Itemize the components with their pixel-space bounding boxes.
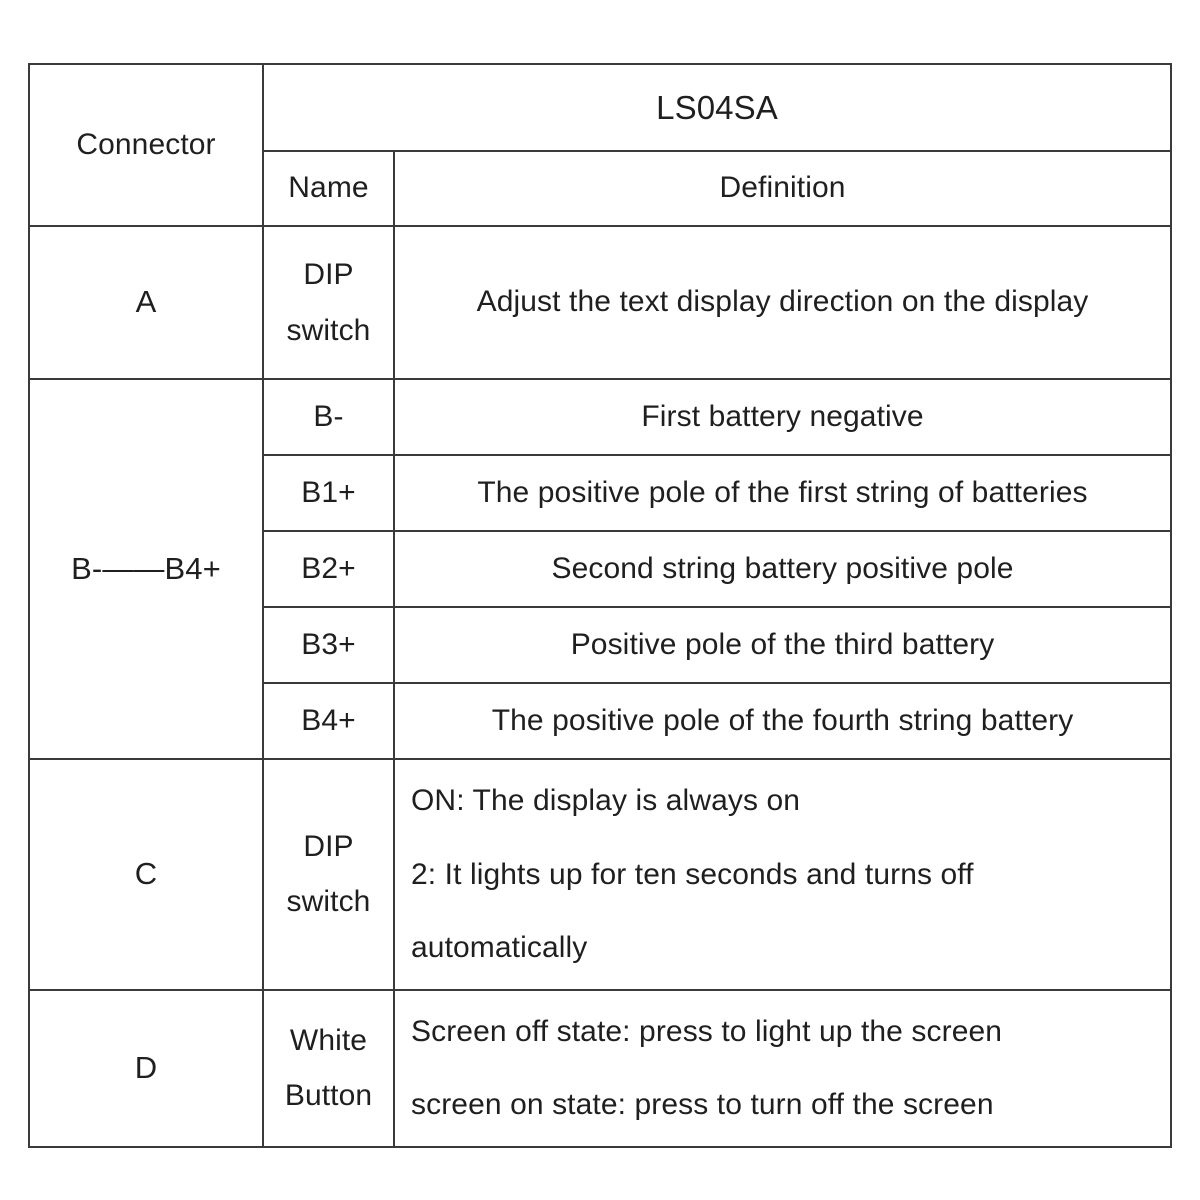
- definition-label-b-minus: First battery negative: [641, 399, 924, 433]
- table-row: B2+ Second string battery positive pole: [29, 530, 1173, 608]
- definition-cell-b3-plus: Positive pole of the third battery: [392, 606, 1173, 684]
- header-cell-model: LS04SA: [261, 63, 1173, 152]
- connector-label-a: A: [135, 284, 157, 320]
- connector-cell-c: C: [28, 758, 264, 991]
- definition-cell-d: Screen off state: press to light up the …: [392, 988, 1173, 1148]
- definition-label-b3-plus: Positive pole of the third battery: [570, 627, 995, 661]
- table-row: C DIP switch ON: The display is always o…: [28, 758, 1173, 991]
- name-label-b1-plus: B1+: [301, 475, 356, 509]
- connector-cell-b: B-——B4+: [28, 378, 264, 760]
- definition-cell-a: Adjust the text display direction on the…: [392, 225, 1173, 380]
- table-row: B1+ The positive pole of the first strin…: [29, 454, 1173, 532]
- definition-label-b2-plus: Second string battery positive pole: [551, 551, 1014, 585]
- header-label-connector: Connector: [76, 127, 216, 161]
- name-line-1: White: [289, 1023, 368, 1057]
- definition-cell-c: ON: The display is always on 2: It light…: [392, 758, 1173, 991]
- name-cell-d-white-button: White Button: [262, 988, 395, 1148]
- name-line-2: Button: [284, 1079, 373, 1112]
- connector-label-c: C: [134, 856, 158, 892]
- name-cell-b4-plus: B4+: [262, 682, 395, 760]
- name-label-c-dip-switch: DIP switch: [264, 815, 393, 934]
- name-label-b3-plus: B3+: [301, 627, 356, 661]
- header-cell-definition: Definition: [392, 150, 1173, 227]
- table-header-row-model: Connector LS04SA: [28, 63, 1173, 227]
- name-line-1: DIP: [303, 258, 354, 291]
- name-label-b4-plus: B4+: [301, 703, 356, 737]
- definition-label-b4-plus: The positive pole of the fourth string b…: [491, 703, 1074, 737]
- table-header-row-columns: Name Definition: [29, 150, 1173, 227]
- header-cell-connector: Connector: [28, 63, 264, 227]
- name-line-2: switch: [286, 885, 371, 919]
- header-cell-name: Name: [262, 150, 395, 227]
- definition-cell-b4-plus: The positive pole of the fourth string b…: [392, 682, 1173, 760]
- definition-label-d: Screen off state: press to light up the …: [395, 991, 1170, 1146]
- name-line-2: switch: [286, 313, 371, 347]
- definition-line-1: ON: The display is always on: [411, 784, 801, 817]
- definition-line-1: Screen off state: press to light up the …: [411, 1014, 1003, 1048]
- table-row: B3+ Positive pole of the third battery: [29, 606, 1173, 684]
- name-cell-c-dip-switch: DIP switch: [262, 758, 395, 991]
- table-row: B4+ The positive pole of the fourth stri…: [29, 682, 1173, 760]
- table-row: D White Button Screen off state: press t…: [28, 988, 1173, 1148]
- definition-cell-b2-plus: Second string battery positive pole: [392, 530, 1173, 608]
- table-row: B-——B4+ B- First battery negative: [28, 378, 1173, 760]
- definition-line-3: automatically: [411, 931, 588, 964]
- definition-line-2: 2: It lights up for ten seconds and turn…: [411, 857, 974, 891]
- name-cell-a-dip-switch: DIP switch: [262, 225, 395, 380]
- name-cell-b-minus: B-: [262, 378, 395, 456]
- definition-label-c: ON: The display is always on 2: It light…: [395, 760, 1170, 989]
- header-label-name: Name: [288, 171, 369, 205]
- table-row: A DIP switch Adjust the text display dir…: [28, 225, 1173, 380]
- connector-cell-a: A: [28, 225, 264, 380]
- connector-definition-table: Connector LS04SA Name Definition A: [28, 63, 1173, 1148]
- name-cell-b1-plus: B1+: [262, 454, 395, 532]
- connector-label-b: B-——B4+: [71, 550, 221, 586]
- name-label-a-dip-switch: DIP switch: [264, 243, 393, 362]
- name-label-d-white-button: White Button: [264, 1009, 393, 1128]
- header-label-definition: Definition: [719, 171, 846, 205]
- definition-cell-b-minus: First battery negative: [392, 378, 1173, 456]
- connector-label-d: D: [134, 1049, 158, 1085]
- name-line-1: DIP: [303, 829, 354, 863]
- definition-line-2: screen on state: press to turn off the s…: [411, 1088, 994, 1121]
- name-cell-b3-plus: B3+: [262, 606, 395, 684]
- definition-label-a: Adjust the text display direction on the…: [476, 285, 1089, 319]
- name-label-b-minus: B-: [313, 399, 344, 433]
- connector-cell-d: D: [28, 988, 264, 1148]
- definition-cell-b1-plus: The positive pole of the first string of…: [392, 454, 1173, 532]
- name-label-b2-plus: B2+: [301, 551, 356, 585]
- definition-label-b1-plus: The positive pole of the first string of…: [477, 475, 1088, 509]
- header-label-model: LS04SA: [656, 88, 778, 126]
- name-cell-b2-plus: B2+: [262, 530, 395, 608]
